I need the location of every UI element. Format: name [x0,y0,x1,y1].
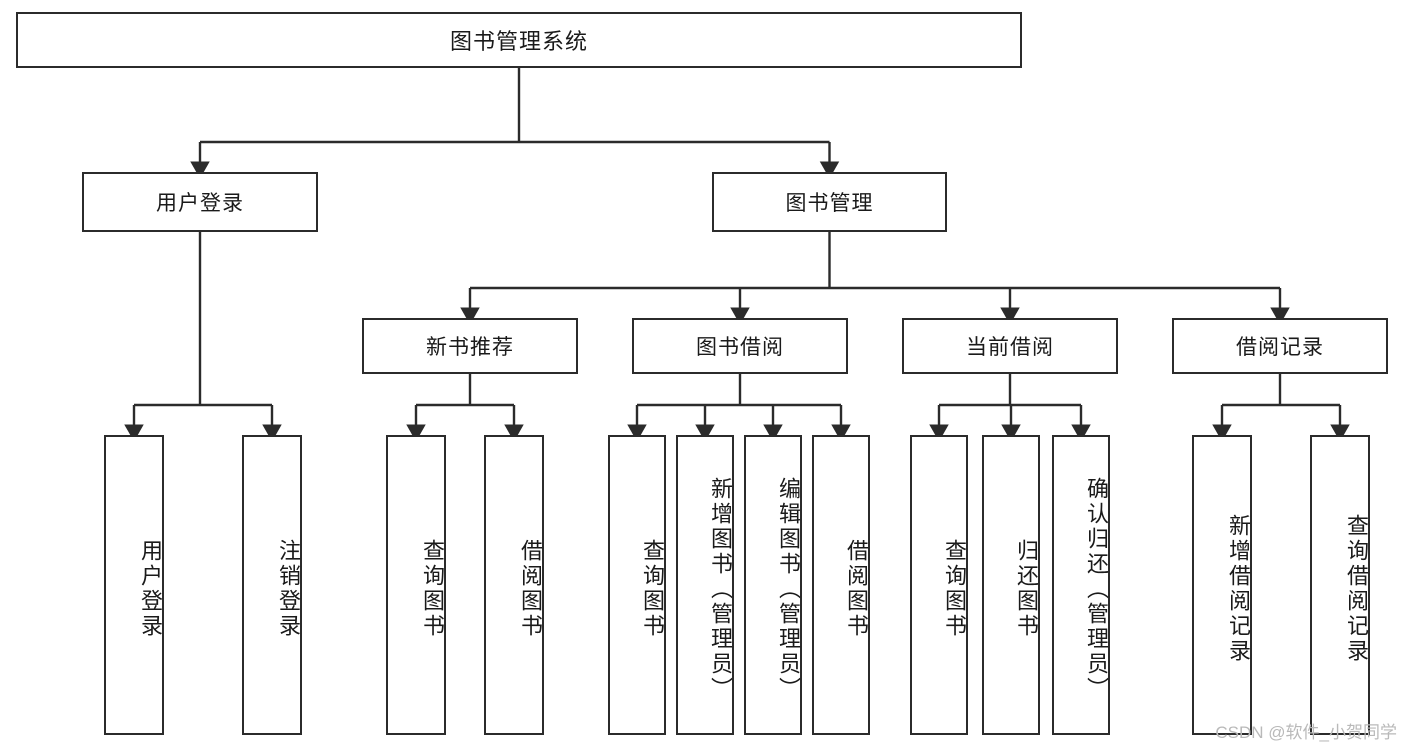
node-user-login-label: 用户登录 [156,192,244,215]
node-root-label: 图书管理系统 [449,29,588,54]
node-user-login[interactable]: 用户登录 [82,172,318,232]
node-leaf-logout[interactable]: 注销登录 [242,435,302,735]
node-new-book-recommend-label: 新书推荐 [426,336,514,359]
node-leaf-query-borrow-record-label: 查询借阅记录 [1344,514,1369,664]
node-leaf-confirm-return-admin[interactable]: 确认归还（管理员） [1052,435,1110,735]
node-leaf-add-borrow-record-label: 新增借阅记录 [1226,514,1251,664]
watermark: CSDN @软件_小贺同学 [1215,723,1397,742]
node-leaf-borrow-book-recommend-label: 借阅图书 [518,539,543,639]
node-leaf-borrow-book-label: 借阅图书 [844,539,869,639]
node-borrow-records-label: 借阅记录 [1236,336,1324,359]
node-leaf-return-book-label: 归还图书 [1014,539,1039,639]
node-leaf-query-book-recommend[interactable]: 查询图书 [386,435,446,735]
node-book-borrow[interactable]: 图书借阅 [632,318,848,374]
node-leaf-query-book-borrow[interactable]: 查询图书 [608,435,666,735]
node-leaf-borrow-book-recommend[interactable]: 借阅图书 [484,435,544,735]
node-leaf-query-book-borrow-label: 查询图书 [640,539,665,639]
node-root[interactable]: 图书管理系统 [16,12,1022,68]
node-new-book-recommend[interactable]: 新书推荐 [362,318,578,374]
node-leaf-user-login[interactable]: 用户登录 [104,435,164,735]
node-leaf-confirm-return-admin-label: 确认归还（管理员） [1084,476,1109,702]
node-leaf-edit-book-admin[interactable]: 编辑图书（管理员） [744,435,802,735]
node-current-borrow[interactable]: 当前借阅 [902,318,1118,374]
node-leaf-query-book-recommend-label: 查询图书 [420,539,445,639]
node-leaf-add-book-admin[interactable]: 新增图书（管理员） [676,435,734,735]
node-book-management[interactable]: 图书管理 [712,172,947,232]
node-leaf-borrow-book[interactable]: 借阅图书 [812,435,870,735]
node-leaf-logout-label: 注销登录 [276,539,301,639]
node-leaf-add-borrow-record[interactable]: 新增借阅记录 [1192,435,1252,735]
node-leaf-query-book-current[interactable]: 查询图书 [910,435,968,735]
node-leaf-return-book[interactable]: 归还图书 [982,435,1040,735]
node-current-borrow-label: 当前借阅 [966,336,1054,359]
node-borrow-records[interactable]: 借阅记录 [1172,318,1388,374]
node-book-management-label: 图书管理 [785,192,874,215]
node-leaf-add-book-admin-label: 新增图书（管理员） [708,476,733,702]
node-leaf-query-borrow-record[interactable]: 查询借阅记录 [1310,435,1370,735]
node-book-borrow-label: 图书借阅 [696,336,784,359]
node-leaf-query-book-current-label: 查询图书 [942,539,967,639]
node-leaf-edit-book-admin-label: 编辑图书（管理员） [776,476,801,702]
node-leaf-user-login-label: 用户登录 [138,539,163,639]
